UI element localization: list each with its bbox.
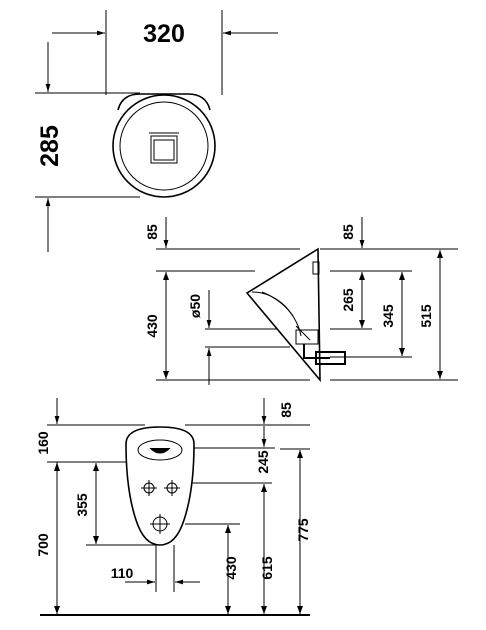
top-view: 320 285 bbox=[35, 10, 278, 252]
mounting-holes bbox=[141, 480, 180, 496]
front-right-top-label: 85 bbox=[278, 402, 294, 418]
bowl-opening bbox=[137, 439, 183, 461]
side-height-label: 430 bbox=[144, 314, 160, 338]
side-mid-label: 345 bbox=[380, 304, 396, 328]
drain-cover bbox=[150, 135, 178, 164]
side-view: 85 85 430 ø50 265 345 515 bbox=[144, 217, 458, 385]
top-width-label: 320 bbox=[143, 20, 185, 48]
urinal-side-outline bbox=[245, 247, 321, 383]
top-depth-label: 285 bbox=[36, 125, 64, 167]
front-half-width-label: 110 bbox=[111, 565, 134, 581]
outlet-hole bbox=[150, 514, 170, 534]
side-top-right-label: 85 bbox=[340, 224, 356, 240]
front-middle-label: 615 bbox=[259, 556, 275, 580]
bowl-inner-circle bbox=[119, 101, 209, 191]
side-top-left-label: 85 bbox=[144, 224, 160, 240]
side-inlet-label: 265 bbox=[340, 288, 356, 312]
drain-pipe bbox=[303, 344, 346, 365]
side-outlet-label: ø50 bbox=[187, 294, 203, 318]
front-mounting-label: 355 bbox=[74, 493, 90, 517]
front-floor-label: 700 bbox=[35, 533, 51, 557]
front-upper-label: 245 bbox=[255, 450, 271, 474]
bowl-outer-circle bbox=[112, 94, 216, 198]
front-total-label: 775 bbox=[295, 518, 311, 542]
front-view: 160 700 355 110 85 245 430 615 bbox=[35, 398, 311, 616]
front-lower-label: 430 bbox=[223, 556, 239, 580]
front-top-offset-label: 160 bbox=[35, 431, 51, 455]
side-overall-label: 515 bbox=[418, 304, 434, 328]
